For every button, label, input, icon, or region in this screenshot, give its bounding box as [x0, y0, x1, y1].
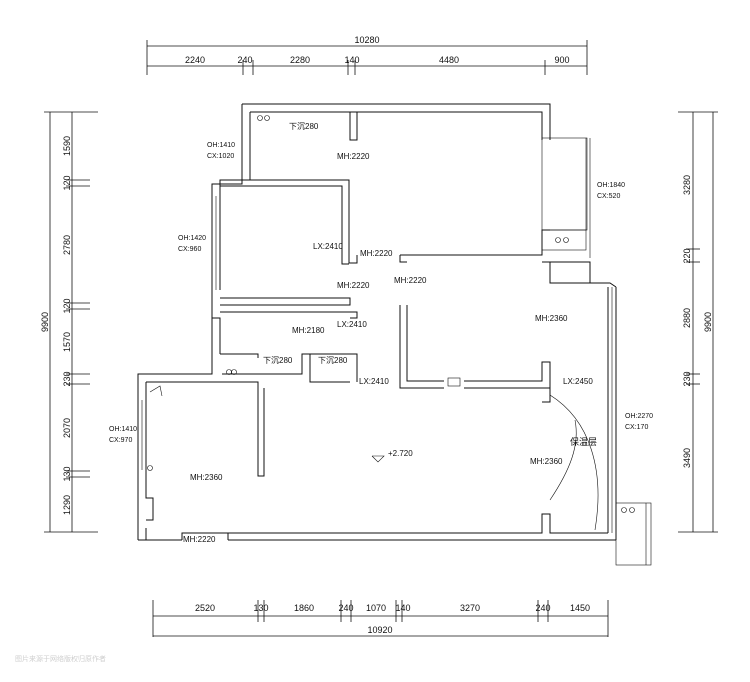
window-oh: OH:1420 [178, 235, 206, 242]
sunken-label: 下沉280 [263, 356, 293, 365]
window-cx: CX:1020 [207, 153, 234, 160]
window-cx: CX:960 [178, 246, 201, 253]
door-height-label: MH:2360 [535, 314, 568, 323]
top-dim-seg: 240 [237, 55, 252, 65]
walls [137, 103, 652, 566]
sunken-label: 下沉280 [318, 356, 348, 365]
window-notes: OH:1410 CX:1020 OH:1420 CX:960 OH:1410 C… [109, 142, 653, 444]
top-dim-seg: 900 [554, 55, 569, 65]
door-opening-label: LX:2410 [337, 320, 367, 329]
bottom-dim-seg: 1450 [570, 603, 590, 613]
door-height-label: MH:2220 [360, 249, 393, 258]
bottom-dim-seg: 1860 [294, 603, 314, 613]
bottom-dim-seg: 3270 [460, 603, 480, 613]
window-cx: CX:970 [109, 437, 132, 444]
door-height-label: MH:2360 [190, 473, 223, 482]
room-labels: 下沉280 MH:2220 LX:2410 MH:2220 MH:2220 MH… [183, 122, 597, 544]
door-height-label: MH:2220 [394, 276, 427, 285]
door-height-label: MH:2220 [337, 281, 370, 290]
bottom-total-dim: 10920 [367, 625, 392, 635]
right-dim-seg: 220 [682, 248, 692, 263]
left-total-dim: 9900 [40, 312, 50, 332]
door-opening-label: LX:2450 [563, 377, 593, 386]
left-dim-seg: 230 [62, 371, 72, 386]
left-dim-seg: 1590 [62, 136, 72, 156]
left-dimension-chain: 9900 1590 120 2780 120 1570 230 2070 130… [40, 111, 98, 533]
left-dim-seg: 120 [62, 175, 72, 190]
door-opening-label: LX:2410 [359, 377, 389, 386]
door-height-label: MH:2180 [292, 326, 325, 335]
window-oh: OH:2270 [625, 413, 653, 420]
window-oh: OH:1410 [109, 426, 137, 433]
bottom-dim-seg: 240 [338, 603, 353, 613]
bottom-dim-seg: 240 [535, 603, 550, 613]
watermark: 图片来源于网络版权归原作者 [15, 654, 106, 663]
right-dim-seg: 3280 [682, 175, 692, 195]
top-dim-seg: 140 [344, 55, 359, 65]
door-height-label: MH:2220 [183, 535, 216, 544]
bottom-dim-seg: 130 [253, 603, 268, 613]
left-dim-seg: 1290 [62, 495, 72, 515]
right-dimension-chain: 9900 3280 220 2880 230 3490 [678, 111, 718, 533]
top-dimension-chain: 10280 2240 240 2280 140 4480 900 [146, 35, 588, 75]
door-opening-label: LX:2410 [313, 242, 343, 251]
left-dim-seg: 2780 [62, 235, 72, 255]
top-dim-seg: 4480 [439, 55, 459, 65]
bottom-dim-seg: 140 [395, 603, 410, 613]
bottom-dim-seg: 2520 [195, 603, 215, 613]
window-oh: OH:1410 [207, 142, 235, 149]
left-dim-seg: 2070 [62, 418, 72, 438]
bottom-dim-seg: 1070 [366, 603, 386, 613]
right-dim-seg: 3490 [682, 448, 692, 468]
insulation-label: 保温层 [570, 436, 597, 447]
window-cx: CX:170 [625, 424, 648, 431]
window-cx: CX:520 [597, 193, 620, 200]
left-dim-seg: 1570 [62, 332, 72, 352]
sunken-label: 下沉280 [289, 122, 319, 131]
right-dim-seg: 230 [682, 371, 692, 386]
left-dim-seg: 120 [62, 298, 72, 313]
top-dim-seg: 2280 [290, 55, 310, 65]
left-dim-seg: 130 [62, 466, 72, 481]
bottom-dimension-chain: 2520 130 1860 240 1070 140 3270 240 1450… [152, 600, 609, 637]
right-dim-seg: 2880 [682, 308, 692, 328]
door-height-label: MH:2220 [337, 152, 370, 161]
window-oh: OH:1840 [597, 182, 625, 189]
door-height-label: MH:2360 [530, 457, 563, 466]
top-total-dim: 10280 [354, 35, 379, 45]
elevation-label: +2.720 [388, 449, 413, 458]
right-total-dim: 9900 [703, 312, 713, 332]
top-dim-seg: 2240 [185, 55, 205, 65]
